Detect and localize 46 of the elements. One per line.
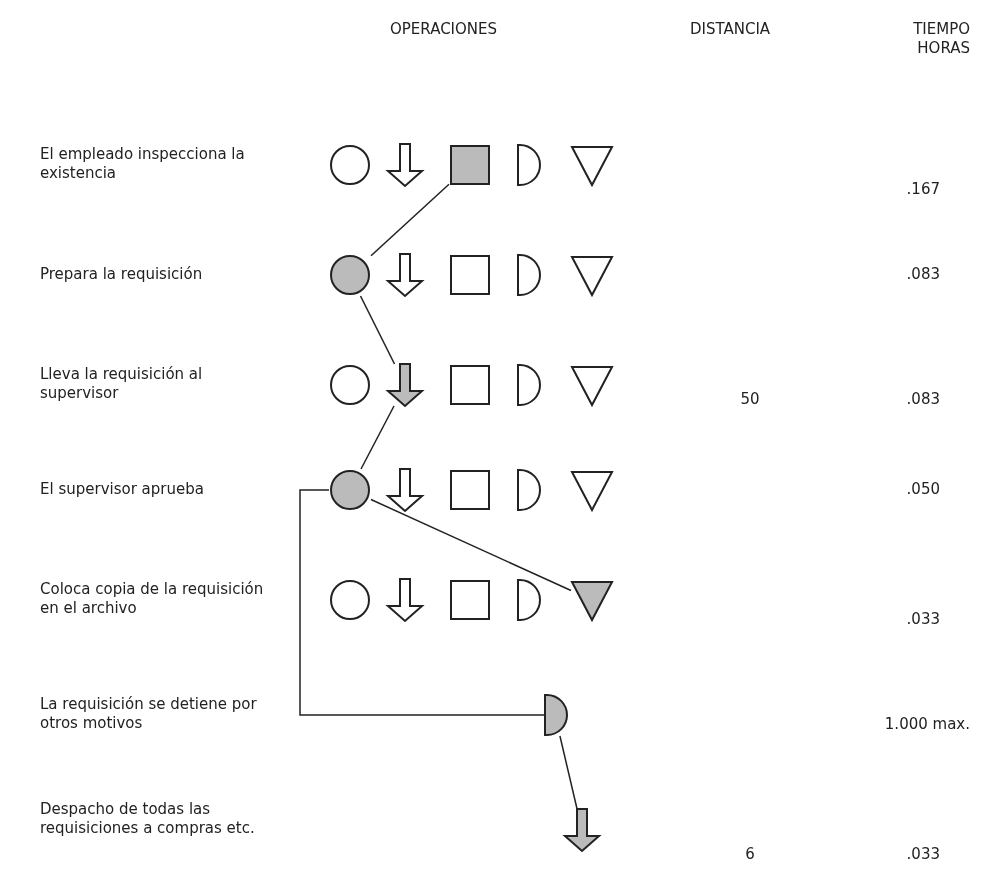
step-description: La requisición se detiene por otros motivos — [40, 695, 258, 733]
connector-line — [299, 489, 545, 716]
connector-line — [359, 295, 396, 365]
operation-circle — [328, 143, 372, 187]
time-value: .083 — [905, 390, 940, 409]
inspection-square — [448, 253, 492, 297]
storage-triangle — [570, 468, 614, 512]
operation-circle — [328, 363, 372, 407]
inspection-square — [448, 578, 492, 622]
connector-line — [559, 735, 578, 810]
step-description: Despacho de todas las requisiciones a compras etc. — [40, 800, 256, 838]
inspection-square — [448, 143, 492, 187]
step-description: El empleado inspecciona la existencia — [40, 145, 246, 183]
transport-symbol — [383, 143, 427, 187]
time-value: .167 — [905, 180, 940, 199]
operation-circle — [328, 468, 372, 512]
step-description: Lleva la requisición al supervisor — [40, 365, 204, 403]
storage-triangle — [570, 578, 614, 622]
connector-line — [370, 498, 572, 592]
storage-triangle — [570, 363, 614, 407]
connector-line — [370, 183, 450, 257]
time-value: .083 — [905, 265, 940, 284]
distance-value: 6 — [744, 845, 756, 864]
inspection-square — [448, 363, 492, 407]
transport-symbol — [383, 578, 427, 622]
transport-symbol — [383, 363, 427, 407]
time-value: .033 — [905, 845, 940, 864]
column-heading: TIEMPO HORAS — [912, 20, 970, 58]
column-heading: DISTANCIA — [690, 20, 771, 39]
inspection-square — [448, 468, 492, 512]
operation-circle — [328, 253, 372, 297]
distance-value: 50 — [739, 390, 761, 409]
column-heading: OPERACIONES — [390, 20, 498, 39]
storage-triangle — [570, 143, 614, 187]
connector-line — [360, 405, 395, 470]
transport-symbol — [383, 468, 427, 512]
time-value: .050 — [905, 480, 940, 499]
step-description: El supervisor aprueba — [40, 480, 205, 499]
transport-symbol — [560, 808, 604, 852]
transport-symbol — [383, 253, 427, 297]
step-description: Coloca copia de la requisición en el archivo — [40, 580, 265, 618]
operation-circle — [328, 578, 372, 622]
time-value: .033 — [905, 610, 940, 629]
storage-triangle — [570, 253, 614, 297]
step-description: Prepara la requisición — [40, 265, 204, 284]
time-value: 1.000 max. — [883, 715, 970, 734]
